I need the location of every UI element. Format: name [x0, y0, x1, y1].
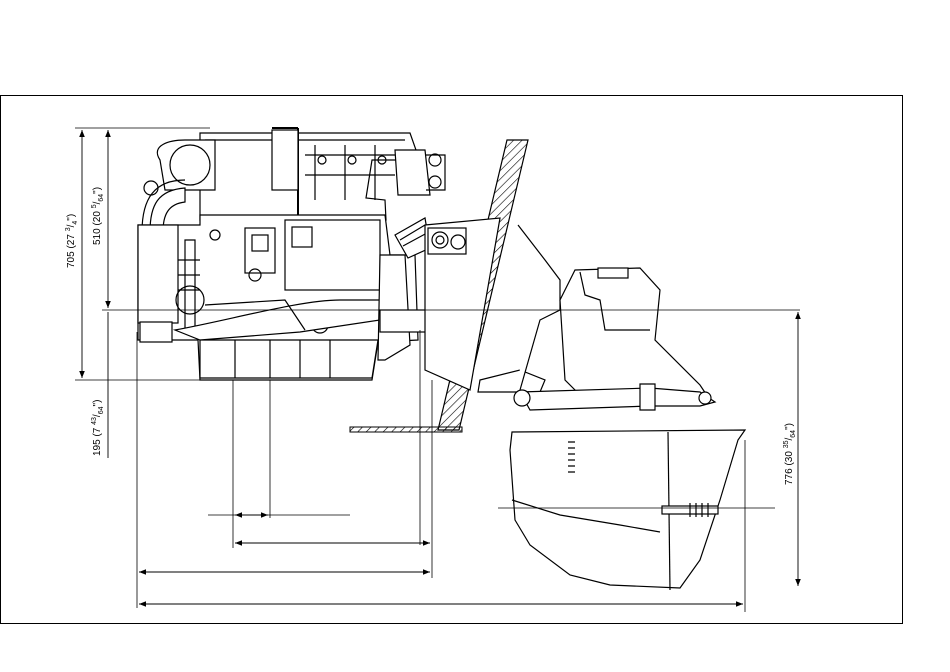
transom-assembly — [425, 218, 560, 392]
dim-label-195: 195 (7 43/64") — [91, 400, 105, 456]
dim-label-705: 705 (27 3/4") — [65, 214, 79, 268]
dim-label-510: 510 (20 5/64") — [91, 187, 105, 245]
dim-label-776: 776 (30 35/64") — [783, 423, 797, 485]
engine-outline — [138, 128, 445, 380]
